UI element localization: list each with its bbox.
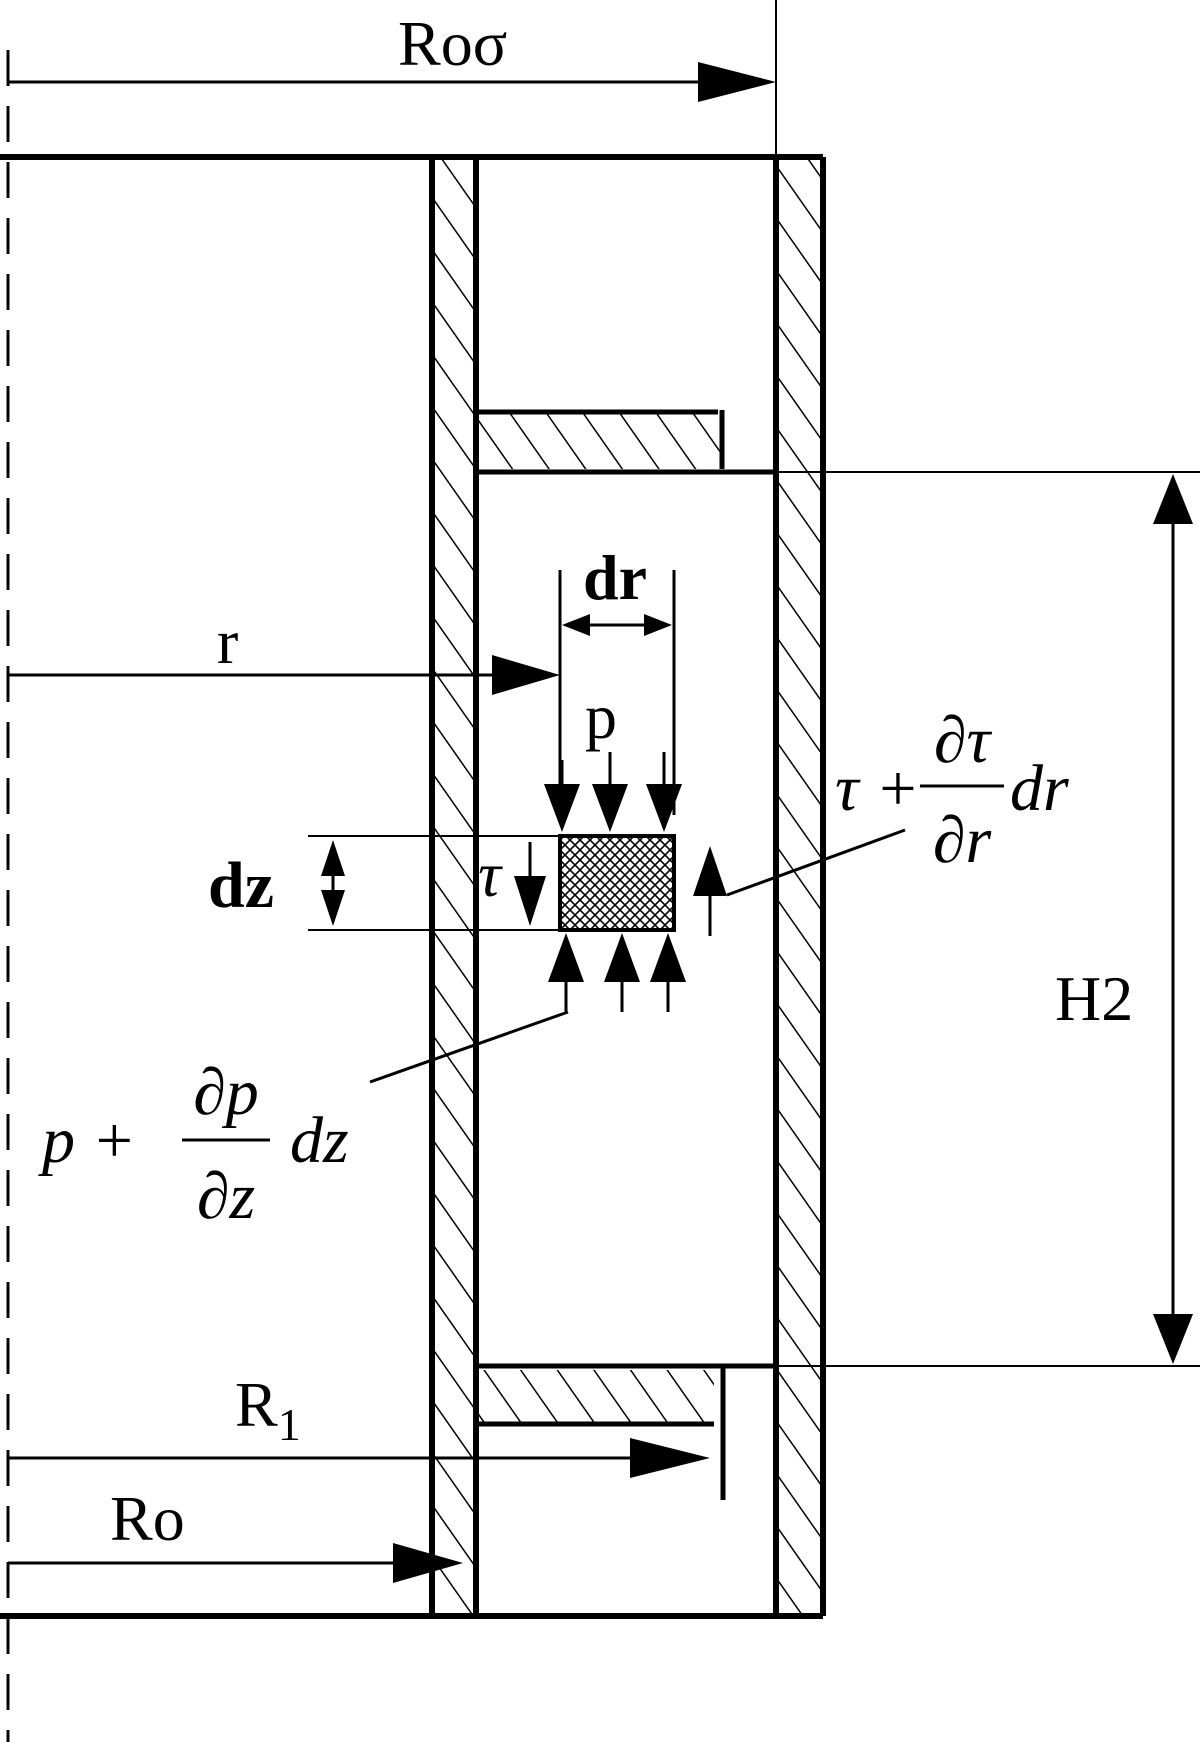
r-arrow bbox=[492, 655, 560, 695]
dr-arrow-left bbox=[562, 614, 590, 636]
tau-plus-arrow-head bbox=[693, 846, 727, 896]
dz-label: dz bbox=[208, 849, 274, 922]
h2-label: H2 bbox=[1055, 963, 1133, 1034]
r1-label-subscript: 1 bbox=[278, 1399, 301, 1450]
bottom-seal-ring bbox=[476, 1370, 714, 1424]
dz-arrow-up bbox=[321, 840, 345, 876]
tau-plus-leader bbox=[726, 828, 906, 897]
r1-label: R1 bbox=[235, 1369, 301, 1450]
tau-arrow-head bbox=[514, 876, 546, 926]
ro-label: Ro bbox=[110, 1483, 185, 1554]
inner-wall-hatch bbox=[432, 157, 476, 1616]
p-plus-arrow-3 bbox=[650, 933, 686, 1012]
p-deriv-denominator: ∂z bbox=[197, 1160, 255, 1233]
p-deriv-numerator: ∂p bbox=[193, 1056, 259, 1129]
p-plus-leader bbox=[369, 1010, 569, 1084]
p-plus-arrow-2 bbox=[604, 933, 640, 1012]
tau-deriv-denominator: ∂r bbox=[933, 804, 992, 877]
r-label: r bbox=[217, 606, 238, 677]
r1-arrow bbox=[630, 1438, 710, 1478]
p-arrow-1 bbox=[544, 760, 580, 832]
h2-arrow-down bbox=[1153, 1314, 1193, 1364]
tau-plus-text: τ + bbox=[835, 752, 920, 825]
ro-arrow bbox=[393, 1543, 463, 1583]
tau-label: τ bbox=[478, 839, 503, 910]
r1-label-base: R bbox=[235, 1369, 278, 1440]
p-deriv-tail: dz bbox=[290, 1104, 349, 1177]
p-label: p bbox=[585, 681, 617, 752]
tau-deriv-numerator: ∂τ bbox=[934, 704, 993, 777]
dr-arrow-right bbox=[644, 614, 672, 636]
fluid-element bbox=[558, 834, 676, 932]
tau-deriv-tail: dr bbox=[1010, 752, 1069, 825]
p-plus-arrow-1 bbox=[548, 933, 584, 1012]
h2-arrow-up bbox=[1153, 474, 1193, 524]
top-seal-ring bbox=[476, 412, 720, 469]
ro-sigma-label: Roσ bbox=[398, 8, 507, 79]
dr-label: dr bbox=[583, 542, 647, 613]
outer-wall-hatch bbox=[776, 157, 823, 1616]
p-arrow-2 bbox=[592, 752, 628, 832]
p-plus-text: p + bbox=[38, 1104, 136, 1177]
dz-arrow-down bbox=[321, 890, 345, 926]
p-arrow-3 bbox=[646, 752, 682, 832]
ro-sigma-arrow bbox=[698, 62, 776, 102]
